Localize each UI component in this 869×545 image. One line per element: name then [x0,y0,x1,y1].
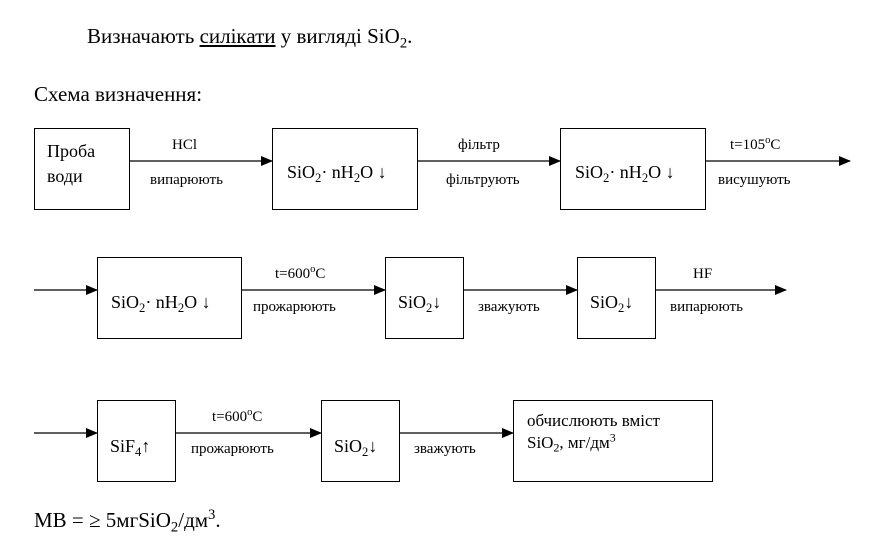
box-sio2-1: SiO2↓ [385,257,464,339]
box-sio2-hydrate-1: SiO2· nH2O ↓ [272,128,418,210]
arrow-1-above: HCl [172,137,198,153]
box-sio2-hydrate-3: SiO2· nH2O ↓ [97,257,242,339]
arrow-8-below: зважують [414,441,476,457]
arrow-7-above: t=600oC [212,407,263,425]
box-sio2-hydrate-2: SiO2· nH2O ↓ [560,128,706,210]
arrow-2-above: фільтр [458,137,500,153]
detection-limit: МВ = ≥ 5мгSiO2/дм3. [34,506,221,536]
scheme-title: Схема визначення: [34,82,203,106]
arrow-5-below: зважують [478,299,540,315]
box-sif4: SiF4↑ [97,400,176,482]
intro-text: Визначають силікати у вигляді SiO2. [87,24,413,52]
arrow-1-below: випарюють [150,172,223,188]
arrow-2-below: фільтрують [446,172,520,188]
arrow-4-below: прожарюють [253,299,336,315]
arrow-4-above: t=600oC [275,264,326,282]
box-calculate-result: обчислюють вміст SiO2, мг/дм3 [513,400,713,482]
arrow-6-below: випарюють [670,299,743,315]
box-sio2-3: SiO2↓ [321,400,400,482]
arrow-3-above: t=105oC [730,135,781,153]
box-water-sample: Проба води [34,128,130,210]
arrow-7-below: прожарюють [191,441,274,457]
silicates-term: силікати [199,24,276,48]
arrow-3-below: висушують [718,172,791,188]
box-sio2-2: SiO2↓ [577,257,656,339]
arrow-6-above: HF [693,266,713,282]
